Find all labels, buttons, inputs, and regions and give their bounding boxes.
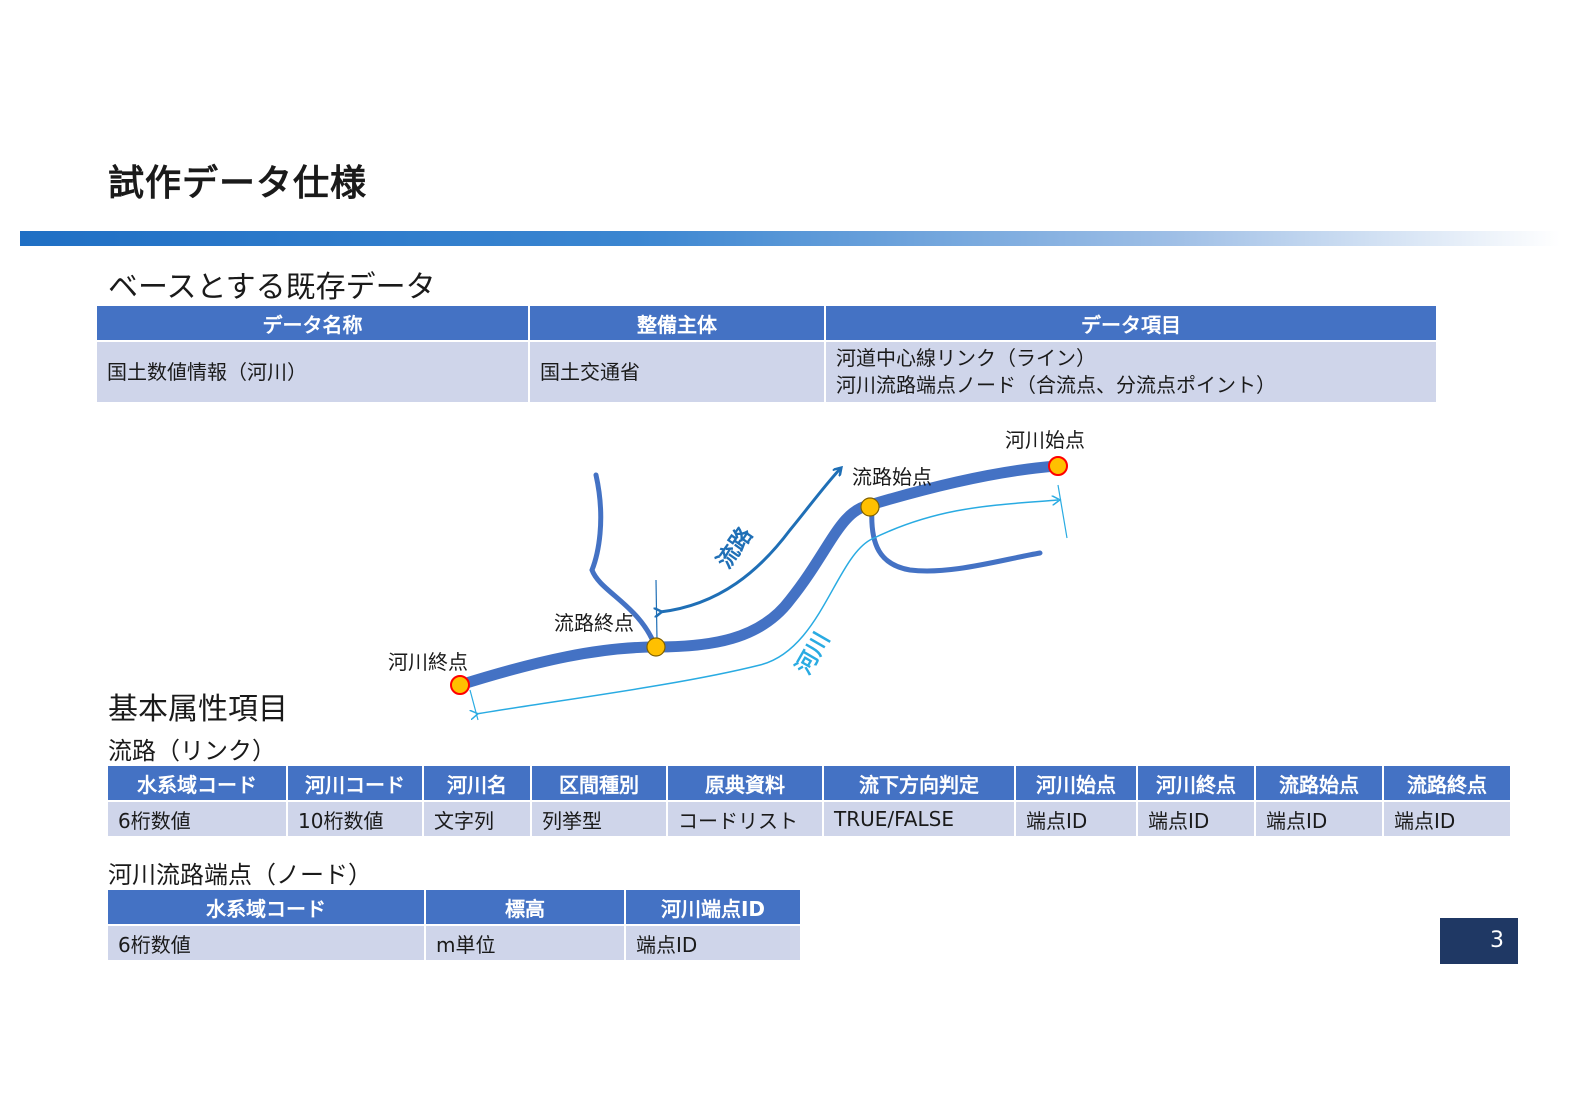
river-arrow — [476, 500, 1058, 714]
label-route-end: 流路終点 — [554, 611, 634, 635]
cell-data-name: 国土数値情報（河川） — [97, 342, 528, 402]
table-header-row: データ名称 整備主体 データ項目 — [97, 306, 1436, 340]
route-end-node — [646, 637, 666, 657]
page-title: 試作データ仕様 — [108, 163, 368, 204]
cell-river-code: 10桁数値 — [288, 802, 422, 836]
river-start-node — [1048, 456, 1068, 476]
table-row: 国土数値情報（河川） 国土交通省 河道中心線リンク（ライン） 河川流路端点ノード… — [97, 342, 1436, 402]
label-river-end: 河川終点 — [388, 650, 468, 674]
label-river: 河川 — [792, 628, 836, 679]
header-river-name: 河川名 — [424, 766, 530, 800]
header-water-system-code: 水系域コード — [108, 766, 286, 800]
route-start-node — [860, 497, 880, 517]
cell-flow-direction: TRUE/FALSE — [824, 802, 1014, 836]
header-route-start: 流路始点 — [1256, 766, 1382, 800]
header-section-type: 区間種別 — [532, 766, 666, 800]
node-attribute-table: 水系域コード 標高 河川端点ID 6桁数値 m単位 端点ID — [106, 888, 802, 962]
cell-river-name: 文字列 — [424, 802, 530, 836]
page-number: 3 — [1440, 918, 1518, 964]
node-caption: 河川流路端点（ノード） — [108, 861, 372, 889]
cell-water-system-code: 6桁数値 — [108, 926, 424, 960]
header-river-code: 河川コード — [288, 766, 422, 800]
table-header-row: 水系域コード 河川コード 河川名 区間種別 原典資料 流下方向判定 河川始点 河… — [108, 766, 1510, 800]
data-item-line-2: 河川流路端点ノード（合流点、分流点ポイント） — [836, 373, 1276, 397]
header-data-items: データ項目 — [826, 306, 1436, 340]
route-end-tick — [655, 579, 658, 641]
link-caption: 流路（リンク） — [108, 737, 276, 765]
cell-owner: 国土交通省 — [530, 342, 824, 402]
cell-river-endpoint-id: 端点ID — [626, 926, 800, 960]
base-data-table: データ名称 整備主体 データ項目 国土数値情報（河川） 国土交通省 河道中心線リ… — [95, 304, 1438, 404]
header-water-system-code: 水系域コード — [108, 890, 424, 924]
cell-river-end: 端点ID — [1138, 802, 1254, 836]
river-start-tick — [1057, 484, 1068, 539]
tributary-right — [869, 505, 1043, 574]
label-route-start: 流路始点 — [852, 465, 932, 489]
cell-elevation: m単位 — [426, 926, 624, 960]
header-route-end: 流路終点 — [1384, 766, 1510, 800]
data-item-line-1: 河道中心線リンク（ライン） — [836, 346, 1096, 370]
river-end-node — [450, 675, 470, 695]
table-header-row: 水系域コード 標高 河川端点ID — [108, 890, 800, 924]
title-divider — [20, 231, 1560, 246]
river-end-tick — [469, 689, 479, 721]
cell-water-system-code: 6桁数値 — [108, 802, 286, 836]
table-row: 6桁数値 m単位 端点ID — [108, 926, 800, 960]
section-heading-base-data: ベースとする既存データ — [108, 270, 436, 305]
header-river-end: 河川終点 — [1138, 766, 1254, 800]
header-owner: 整備主体 — [530, 306, 824, 340]
label-river-start: 河川始点 — [1005, 428, 1085, 452]
header-river-endpoint-id: 河川端点ID — [626, 890, 800, 924]
cell-data-items: 河道中心線リンク（ライン） 河川流路端点ノード（合流点、分流点ポイント） — [826, 342, 1436, 402]
section-heading-attributes: 基本属性項目 — [108, 692, 288, 727]
cell-source-material: コードリスト — [668, 802, 822, 836]
header-elevation: 標高 — [426, 890, 624, 924]
main-river-line — [454, 460, 1064, 691]
header-flow-direction: 流下方向判定 — [824, 766, 1014, 800]
cell-route-start: 端点ID — [1256, 802, 1382, 836]
cell-river-start: 端点ID — [1016, 802, 1136, 836]
header-river-start: 河川始点 — [1016, 766, 1136, 800]
link-attribute-table: 水系域コード 河川コード 河川名 区間種別 原典資料 流下方向判定 河川始点 河… — [106, 764, 1512, 838]
label-route: 流路 — [712, 522, 759, 574]
header-data-name: データ名称 — [97, 306, 528, 340]
cell-section-type: 列挙型 — [532, 802, 666, 836]
cell-route-end: 端点ID — [1384, 802, 1510, 836]
header-source-material: 原典資料 — [668, 766, 822, 800]
table-row: 6桁数値 10桁数値 文字列 列挙型 コードリスト TRUE/FALSE 端点I… — [108, 802, 1510, 836]
